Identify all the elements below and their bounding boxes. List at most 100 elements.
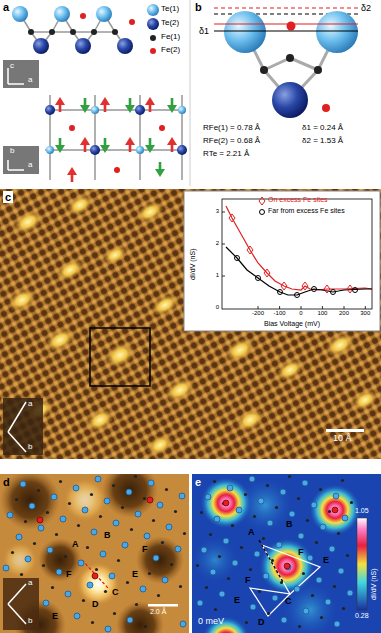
atom-dot: [249, 568, 252, 571]
atom-dot: [59, 480, 62, 483]
atom-dot: [218, 555, 221, 558]
atom-dot: [302, 480, 308, 486]
atom-dot: [210, 569, 216, 575]
atom-dot: [219, 591, 225, 597]
atom-dot: [223, 538, 229, 544]
figure-label: E: [234, 596, 240, 606]
atom-dot: [332, 507, 338, 513]
atom-dot: [302, 572, 305, 575]
atom-dot: [65, 591, 71, 597]
atom-dot: [342, 607, 345, 610]
atom-dot: [162, 577, 168, 583]
atom-dot: [77, 524, 80, 527]
atom-dot: [227, 577, 230, 580]
figure-label: b: [28, 443, 32, 452]
atom-dot: [311, 502, 317, 508]
atom-dot: [285, 564, 291, 570]
atom-dot: [227, 485, 233, 491]
stm-topograph: [0, 189, 381, 459]
figure-label: 1.05: [355, 507, 369, 515]
figure-label: δ1: [199, 27, 209, 37]
atom-dot: [38, 525, 44, 531]
atom-dot: [179, 585, 182, 588]
figure-label: D: [92, 600, 99, 610]
figure-label: 300: [360, 310, 370, 317]
figure-label: RFe(1) = 0.78 Å: [203, 124, 260, 133]
atom-dot: [144, 533, 150, 539]
atom-dot: [11, 551, 14, 554]
atom-dot: [297, 497, 300, 500]
atom-dot: [60, 516, 66, 522]
figure-label: C: [112, 588, 119, 598]
atom-dot: [200, 511, 203, 514]
atom-dot: [33, 542, 36, 545]
atom-dot: [337, 532, 340, 535]
atom-dot: [175, 546, 181, 552]
atom-dot: [37, 489, 40, 492]
atom-dot: [112, 484, 115, 487]
atom-dot: [113, 612, 116, 615]
atom-dot: [153, 555, 159, 561]
figure-label: 3: [216, 208, 219, 215]
atom-dot: [174, 510, 177, 513]
atom-dot: [262, 537, 265, 540]
atom-dot: [329, 546, 335, 552]
atom-dot: [338, 568, 344, 574]
figure-label: 1: [216, 272, 219, 279]
figure-label: 200: [339, 310, 349, 317]
figure-label: a: [3, 1, 9, 13]
figure-label: F: [298, 548, 304, 558]
figure-label: RTe = 2.21 Å: [203, 150, 249, 159]
figure-label: A: [72, 540, 79, 550]
atom-dot: [87, 582, 93, 588]
figure-label: dI/dV (nS): [370, 568, 378, 600]
atom-dot: [254, 551, 260, 557]
didv-map: [192, 474, 381, 633]
atom-dot: [320, 616, 323, 619]
atom-dot: [74, 613, 80, 619]
atom-dot: [196, 564, 199, 567]
atom-dot: [197, 600, 203, 606]
atom-height-sketch: [214, 8, 358, 118]
figure-label: b: [28, 617, 32, 626]
atom-dot: [223, 500, 229, 506]
atom-dot: [346, 554, 349, 557]
figure-label: 2: [216, 240, 219, 247]
atom-dot: [25, 556, 31, 562]
figure-label: -200: [252, 310, 264, 317]
atom-dot: [280, 581, 283, 584]
atom-dot: [126, 581, 129, 584]
atom-dot: [144, 625, 147, 628]
atom-dot: [51, 494, 57, 500]
atom-dot: [100, 551, 106, 557]
atom-dot: [249, 476, 255, 482]
atom-dot: [148, 572, 151, 575]
atom-dot: [20, 573, 23, 576]
figure-label: 2.0 Å: [150, 608, 166, 616]
figure-label: B: [104, 531, 111, 541]
figure-label: 10 Å: [333, 434, 352, 444]
figure-label: 0: [216, 304, 219, 311]
atom-dot: [333, 493, 339, 499]
figure-label: E: [323, 556, 329, 566]
atom-dot: [209, 533, 212, 536]
figure-label: e: [195, 476, 201, 488]
atom-dot: [29, 503, 35, 509]
atom-dot: [205, 586, 208, 589]
atom-dot: [166, 524, 172, 530]
atom-dot: [73, 485, 79, 491]
atom-dot: [55, 533, 58, 536]
figure-label: -100: [274, 310, 286, 317]
atom-dot: [205, 494, 211, 500]
atom-dot: [104, 498, 110, 504]
atom-dot: [140, 586, 146, 592]
figure-label: c: [10, 62, 14, 71]
figure-label: δ1 = 0.24 Å: [302, 124, 343, 133]
atom-dot: [42, 564, 45, 567]
atom-dot: [266, 484, 269, 487]
axis-inset: [3, 60, 39, 174]
atom-dot: [135, 511, 141, 517]
atom-dot: [320, 524, 326, 530]
